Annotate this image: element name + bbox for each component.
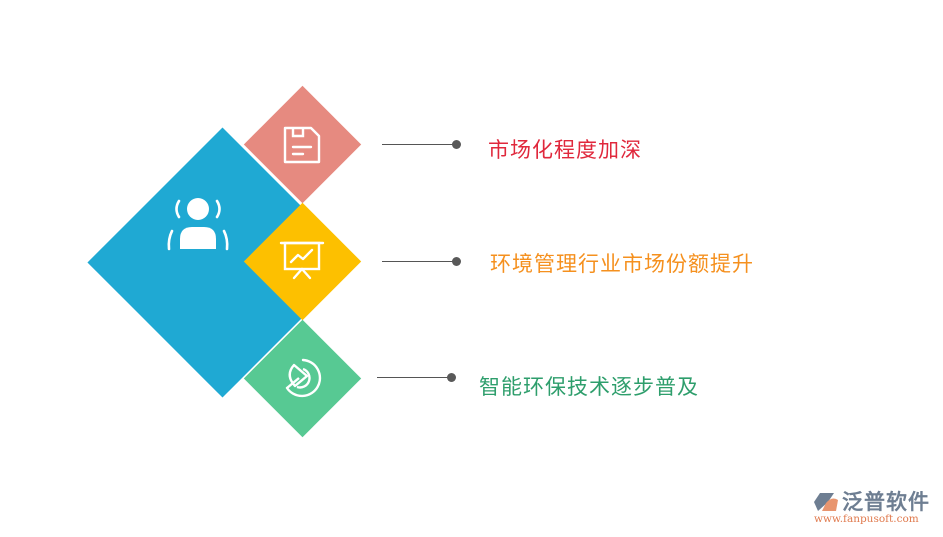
connector-line-1 bbox=[382, 144, 456, 145]
item-label-share: 环境管理行业市场份额提升 bbox=[490, 252, 754, 276]
logo-url: www.fanpusoft.com bbox=[814, 513, 919, 525]
connector-dot-2 bbox=[452, 257, 461, 266]
connector-dot-3 bbox=[447, 373, 456, 382]
item-label-market: 市场化程度加深 bbox=[488, 138, 642, 162]
logo-name: 泛普软件 bbox=[842, 490, 930, 514]
pie-chart-icon bbox=[285, 358, 322, 398]
floppy-disk-icon bbox=[283, 126, 321, 164]
connector-dot-1 bbox=[452, 140, 461, 149]
brand-logo: 泛普软件 www.fanpusoft.com bbox=[812, 489, 937, 529]
logo-mark-icon bbox=[814, 493, 838, 511]
connector-line-2 bbox=[382, 261, 456, 262]
presentation-chart-icon bbox=[279, 241, 325, 280]
connector-line-3 bbox=[377, 377, 451, 378]
person-broadcast-icon bbox=[167, 198, 229, 251]
item-label-tech: 智能环保技术逐步普及 bbox=[479, 375, 699, 399]
